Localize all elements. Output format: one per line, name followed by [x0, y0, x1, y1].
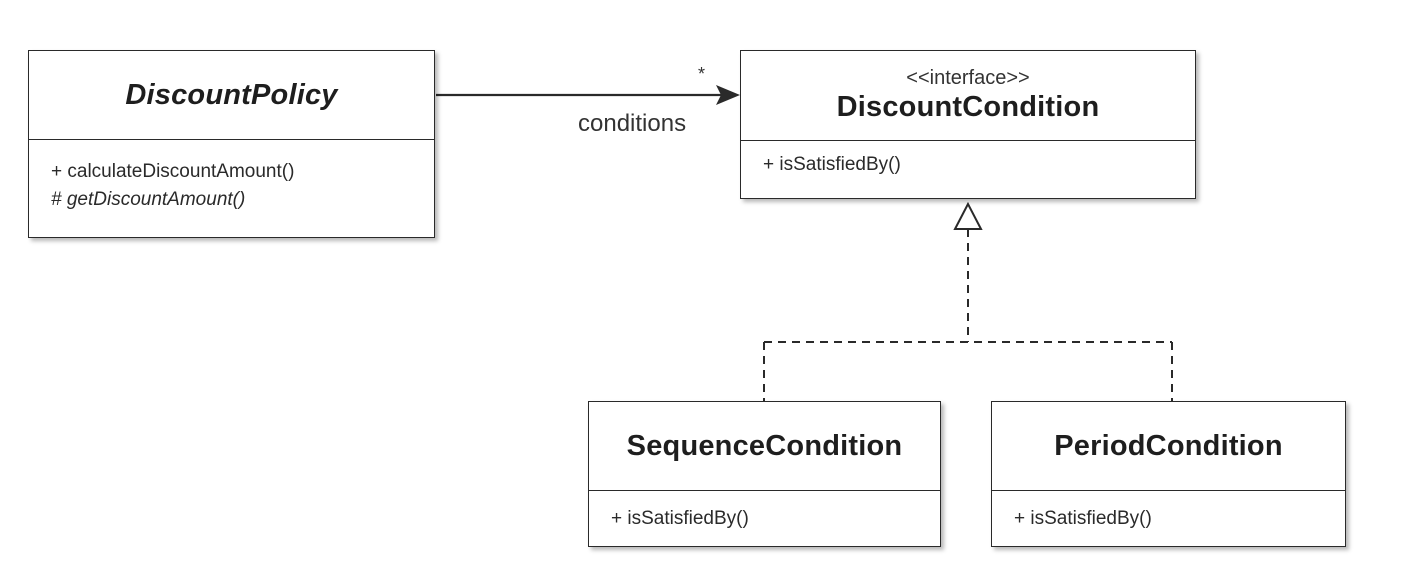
class-sequence-condition: SequenceCondition + isSatisfiedBy() — [588, 401, 941, 547]
operation-is-satisfied-by: + isSatisfiedBy() — [1014, 508, 1152, 529]
class-name: DiscountCondition — [836, 91, 1100, 123]
class-name: PeriodCondition — [1054, 429, 1283, 462]
class-header: <<interface>> DiscountCondition — [741, 51, 1195, 141]
operation-get-discount-amount: # getDiscountAmount() — [51, 189, 246, 210]
operation-calculate-discount-amount: + calculateDiscountAmount() — [51, 161, 295, 182]
class-name: DiscountPolicy — [125, 78, 338, 111]
class-header: PeriodCondition — [992, 402, 1345, 491]
realization-connector — [763, 201, 1173, 401]
association-arrow — [436, 85, 740, 105]
class-header: SequenceCondition — [589, 402, 940, 491]
class-operations: + isSatisfiedBy() — [992, 491, 1345, 533]
class-operations: + isSatisfiedBy() — [741, 141, 1195, 179]
association-multiplicity: * — [698, 64, 706, 84]
operation-is-satisfied-by: + isSatisfiedBy() — [611, 508, 749, 529]
realization-triangle — [953, 201, 983, 230]
interface-discount-condition: <<interface>> DiscountCondition + isSati… — [740, 50, 1196, 199]
association-role-label: conditions — [578, 110, 687, 137]
operation-is-satisfied-by: + isSatisfiedBy() — [763, 154, 901, 175]
class-discount-policy: DiscountPolicy + calculateDiscountAmount… — [28, 50, 435, 238]
association-arrowhead — [716, 85, 740, 105]
class-name: SequenceCondition — [626, 429, 903, 462]
stereotype-label: <<interface>> — [906, 67, 1030, 89]
class-header: DiscountPolicy — [29, 51, 434, 140]
class-period-condition: PeriodCondition + isSatisfiedBy() — [991, 401, 1346, 547]
class-operations: + isSatisfiedBy() — [589, 491, 940, 533]
class-operations: + calculateDiscountAmount() # getDiscoun… — [29, 140, 434, 214]
